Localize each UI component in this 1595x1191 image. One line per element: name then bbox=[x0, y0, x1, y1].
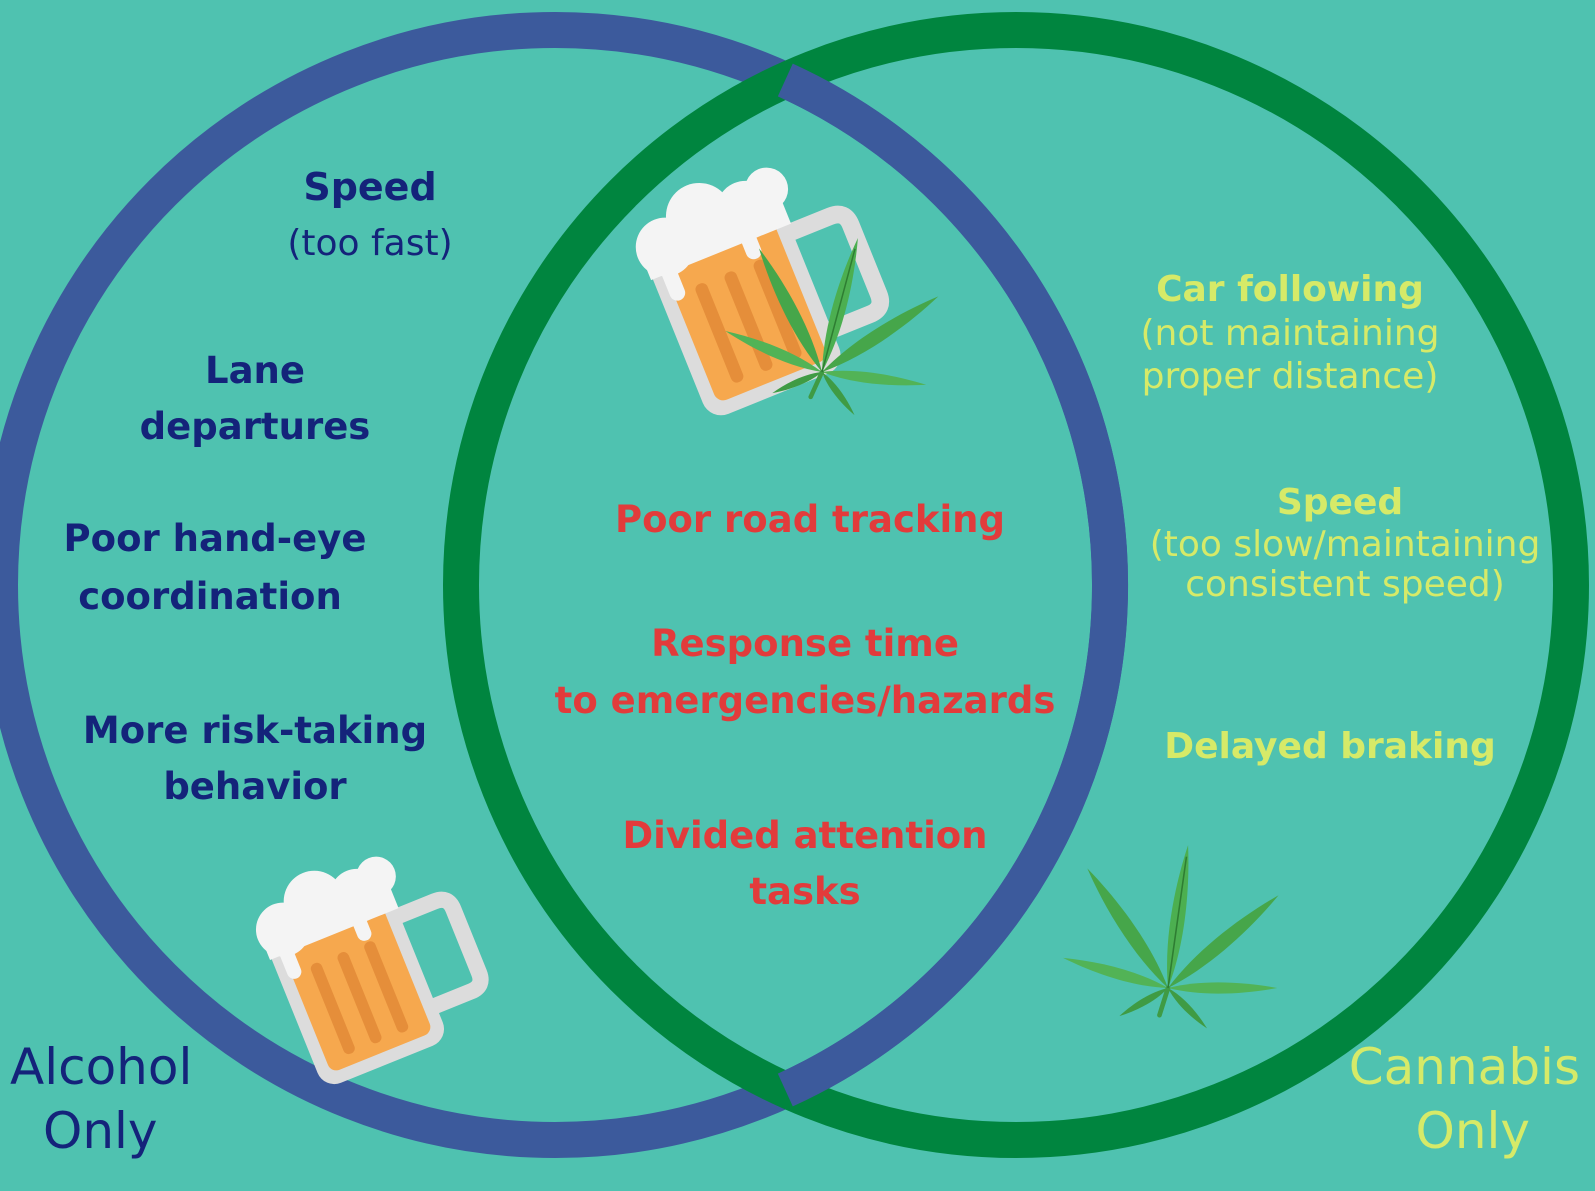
both-response-line1: Response time bbox=[651, 622, 959, 665]
alcohol-only-label-line1: Alcohol bbox=[10, 1038, 193, 1096]
cannabis-car-following-line2: (not maintaining bbox=[1140, 313, 1440, 354]
alcohol-lane-line2: departures bbox=[139, 405, 371, 448]
cannabis-speed-title: Speed bbox=[1276, 482, 1404, 523]
cannabis-speed-line3: consistent speed) bbox=[1185, 564, 1505, 605]
alcohol-only-label-line2: Only bbox=[43, 1102, 158, 1160]
cannabis-delayed-braking: Delayed braking bbox=[1164, 726, 1496, 767]
both-road-tracking: Poor road tracking bbox=[614, 498, 1006, 541]
cannabis-car-following-line3: proper distance) bbox=[1141, 356, 1439, 397]
alcohol-circle-upper-overlap bbox=[777, 63, 1128, 1107]
cannabis-only-label-line1: Cannabis bbox=[1348, 1038, 1580, 1096]
cannabis-circle bbox=[443, 12, 1589, 1158]
cannabis-only-label: Cannabis Only bbox=[1348, 1035, 1580, 1163]
both-divided-line2: tasks bbox=[749, 870, 861, 913]
alcohol-hand-eye-line2: coordination bbox=[78, 575, 342, 618]
alcohol-only-label: Alcohol Only bbox=[10, 1035, 192, 1163]
cannabis-speed-line2: (too slow/maintaining bbox=[1149, 524, 1541, 565]
alcohol-lane-line1: Lane bbox=[205, 349, 305, 392]
alcohol-speed-note: (too fast) bbox=[287, 223, 453, 264]
alcohol-hand-eye-line1: Poor hand-eye bbox=[63, 517, 367, 560]
alcohol-speed-title: Speed bbox=[303, 165, 437, 209]
alcohol-risk-line2: behavior bbox=[163, 765, 347, 808]
alcohol-risk-line1: More risk-taking bbox=[82, 709, 428, 752]
cannabis-car-following-line1: Car following bbox=[1156, 269, 1424, 310]
both-response-line2: to emergencies/hazards bbox=[554, 679, 1056, 722]
cannabis-leaf-icon bbox=[1055, 830, 1296, 1040]
both-divided-line1: Divided attention bbox=[622, 814, 988, 857]
cannabis-only-label-line2: Only bbox=[1415, 1102, 1530, 1160]
